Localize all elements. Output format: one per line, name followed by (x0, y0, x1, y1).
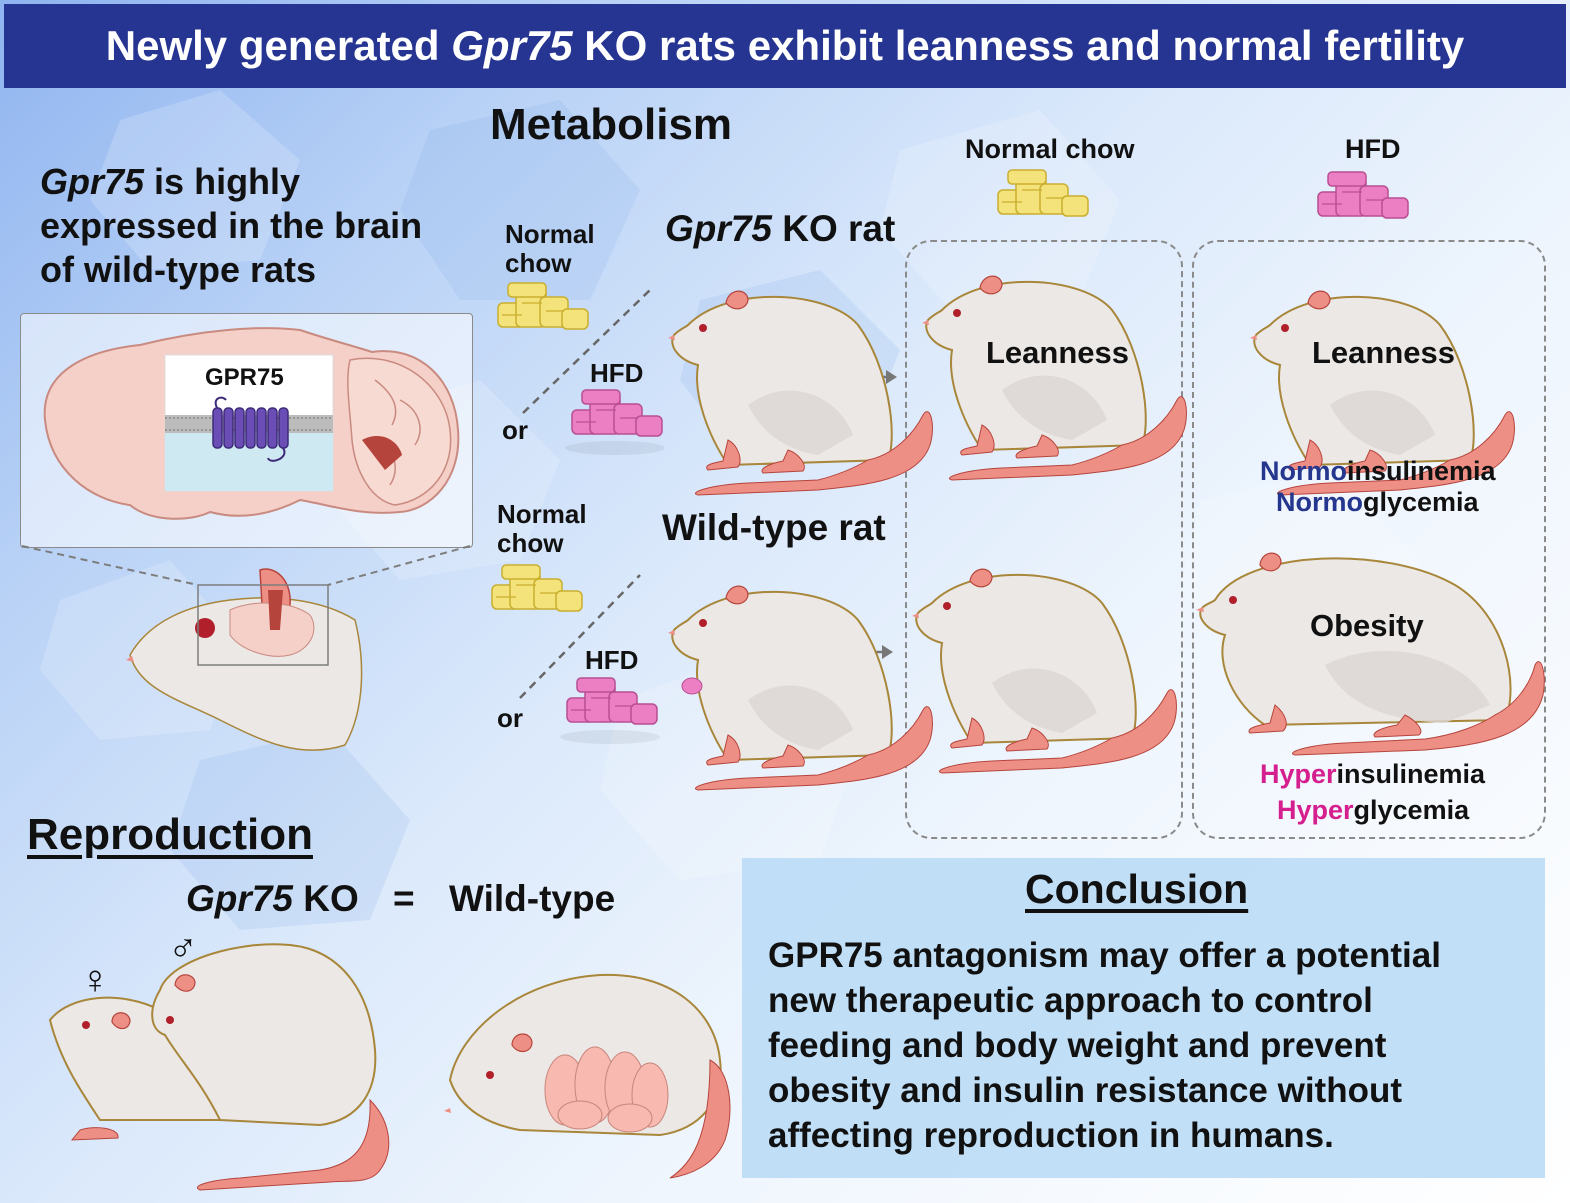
title-bar: Newly generated Gpr75 KO rats exhibit le… (4, 4, 1566, 88)
ko-hfd-insulin: Normoinsulinemia (1260, 456, 1496, 486)
outcome-wt-hfd: Obesity (1310, 608, 1424, 643)
receptor-label: GPR75 (205, 364, 284, 391)
conclusion-text: GPR75 antagonism may offer a potential n… (768, 936, 1441, 1155)
conclusion-box (742, 858, 1545, 1178)
ko-rat-label: Gpr75 KO rat (665, 208, 896, 249)
column-hfd: HFD (1345, 134, 1401, 164)
wt-hfd-insulin: Hyperinsulinemia (1260, 759, 1486, 789)
diet-label-hfd-wt: HFD (585, 645, 639, 675)
reproduction-ko-label: Gpr75 KO (186, 878, 359, 919)
wt-hfd-glucose: Hyperglycemia (1277, 795, 1470, 825)
normal-chow-result-box (905, 240, 1183, 839)
or-label-wt: or (497, 703, 523, 733)
or-label-ko: or (502, 415, 528, 445)
page-title: Newly generated Gpr75 KO rats exhibit le… (105, 22, 1465, 69)
equals-sign: = (393, 878, 415, 919)
metabolism-heading: Metabolism (490, 100, 733, 149)
wt-rat-label: Wild-type rat (662, 507, 886, 548)
ko-hfd-glucose: Normoglycemia (1276, 487, 1479, 517)
conclusion-heading: Conclusion (1025, 866, 1249, 912)
outcome-ko-hfd: Leanness (1312, 335, 1456, 370)
diet-label-hfd-ko: HFD (590, 358, 644, 388)
female-symbol: ♀ (80, 958, 110, 1002)
brain-heading: Gpr75 is highly expressed in the brain o… (40, 161, 423, 290)
reproduction-heading: Reproduction (27, 810, 313, 859)
column-normal-chow: Normal chow (965, 134, 1135, 164)
reproduction-wt-label: Wild-type (449, 878, 616, 919)
hfd-result-box (1192, 240, 1546, 839)
outcome-ko-normal: Leanness (986, 335, 1130, 370)
